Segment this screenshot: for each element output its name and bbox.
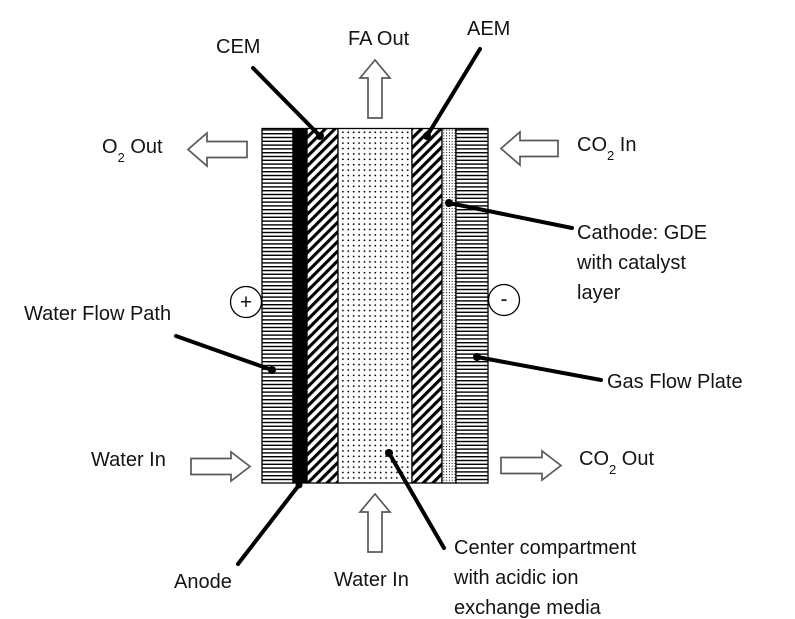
arrow-co2-in-left bbox=[499, 130, 559, 167]
label-aem: AEM bbox=[467, 18, 511, 40]
label-cem: CEM bbox=[216, 36, 261, 58]
leader-water-flow-path bbox=[174, 334, 274, 372]
cell-stack bbox=[261, 127, 489, 484]
leader-gas-flow-plate bbox=[475, 355, 603, 382]
leader-cem-dot bbox=[316, 132, 324, 140]
leader-aem bbox=[425, 47, 482, 138]
label-anode: Anode bbox=[174, 571, 232, 593]
minus-sign: - bbox=[501, 288, 508, 311]
leader-anode-dot bbox=[295, 481, 303, 489]
layer-gas-flow-plate bbox=[455, 127, 489, 484]
leader-anode bbox=[236, 483, 301, 566]
label-fa-out: FA Out bbox=[348, 28, 410, 50]
layer-center-compartment bbox=[337, 127, 413, 484]
subscript: 2 bbox=[607, 148, 615, 163]
subscript: 2 bbox=[117, 150, 125, 165]
leader-gas-flow-plate-dot bbox=[473, 353, 481, 361]
arrow-o2-out-left bbox=[186, 131, 248, 168]
label-water-in-left: Water In bbox=[91, 449, 166, 471]
label-water-flow-path: Water Flow Path bbox=[24, 303, 172, 325]
leader-cem bbox=[251, 66, 322, 138]
cathode-terminal-circle bbox=[487, 283, 521, 317]
label-o2-out: O2 Out bbox=[102, 136, 163, 165]
subscript: 2 bbox=[609, 462, 617, 477]
plus-sign: + bbox=[240, 291, 252, 314]
arrow-fa-out-up bbox=[358, 58, 392, 119]
layer-aem-membrane bbox=[411, 127, 443, 484]
leader-cathode bbox=[447, 201, 574, 230]
leader-center-compartment bbox=[387, 451, 446, 550]
anode-terminal-circle bbox=[229, 285, 263, 319]
label-co2-in: CO2 In bbox=[577, 134, 637, 163]
leader-aem-dot bbox=[423, 132, 431, 140]
label-water-in-bottom: Water In bbox=[334, 569, 409, 591]
arrow-water-in-up bbox=[358, 492, 392, 553]
layer-cem-membrane bbox=[306, 127, 339, 484]
label-co2-out: CO2 Out bbox=[579, 448, 655, 477]
label-gas-flow-plate: Gas Flow Plate bbox=[607, 371, 743, 393]
leader-cathode-dot bbox=[445, 199, 453, 207]
layer-water-flow-plate bbox=[261, 127, 294, 484]
leader-center-compartment-dot bbox=[385, 449, 393, 457]
layer-cathode-gde bbox=[441, 127, 457, 484]
layer-anode bbox=[292, 127, 308, 484]
leader-water-flow-path-dot bbox=[268, 366, 276, 374]
arrow-water-in-right bbox=[190, 450, 252, 483]
label-center-compartment: Center compartment with acidic ion excha… bbox=[454, 537, 637, 619]
arrow-co2-out-right bbox=[500, 449, 563, 482]
label-cathode-gde: Cathode: GDE with catalyst layer bbox=[577, 222, 708, 304]
